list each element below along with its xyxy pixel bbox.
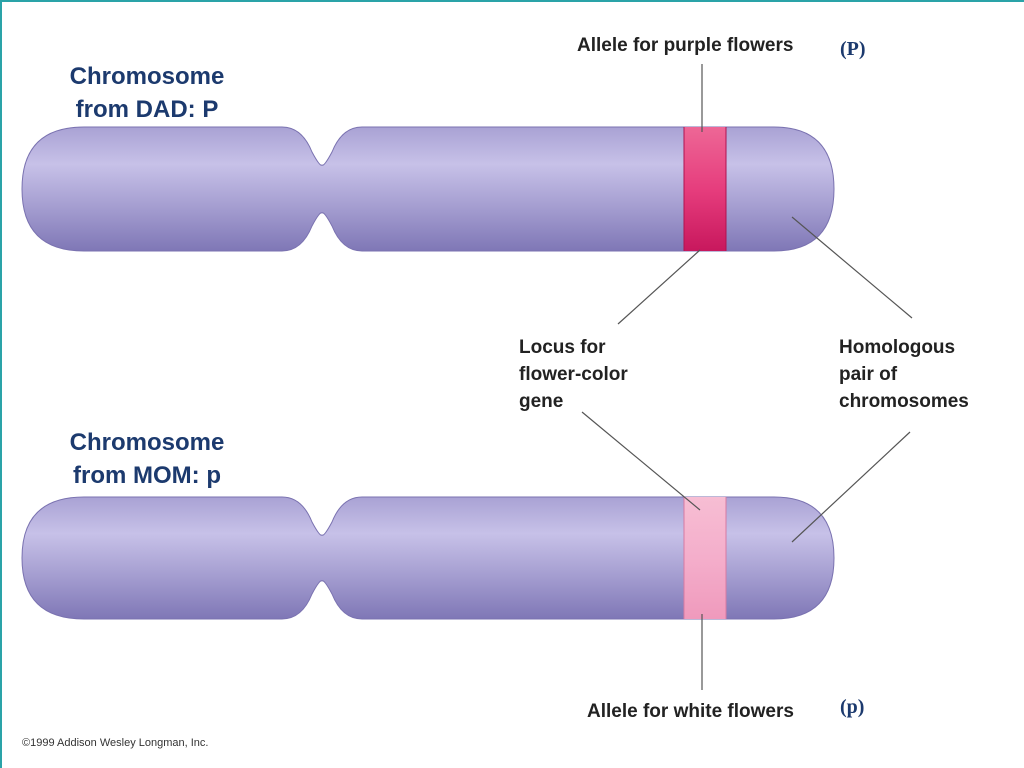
leader-homologous-mom: [791, 431, 911, 543]
locus-line1: Locus for: [519, 337, 606, 358]
purple-allele-band: [684, 127, 726, 251]
chromosome-mom-body: [21, 496, 835, 620]
allele-purple-symbol: (P): [840, 38, 866, 60]
mom-chromosome-label: Chromosome from MOM: p: [32, 426, 262, 492]
homologous-line2: pair of: [839, 364, 898, 385]
leader-locus-mom: [581, 411, 701, 511]
homologous-line3: chromosomes: [839, 391, 969, 412]
locus-line3: gene: [519, 391, 564, 412]
allele-white-symbol: (p): [840, 696, 865, 718]
white-allele-band: [684, 497, 726, 619]
mom-label-line2: from MOM: p: [73, 462, 221, 489]
chromosome-dad: [21, 126, 835, 252]
homologous-line1: Homologous: [839, 337, 956, 358]
dad-label-line1: Chromosome: [69, 63, 225, 90]
allele-white-label: Allele for white flowers: [587, 701, 794, 722]
chromosome-mom: [21, 496, 835, 620]
copyright-text: ©1999 Addison Wesley Longman, Inc.: [22, 737, 209, 749]
leader-homologous-dad: [791, 216, 913, 319]
mom-label-line1: Chromosome: [69, 429, 225, 456]
dad-chromosome-label: Chromosome from DAD: P: [32, 60, 262, 126]
leader-locus-dad: [617, 249, 701, 325]
locus-label: Locus for flower-color gene: [519, 334, 628, 415]
locus-line2: flower-color: [519, 364, 628, 385]
leader-lines: [581, 64, 913, 690]
allele-purple-label: Allele for purple flowers: [577, 35, 794, 56]
dad-label-line2: from DAD: P: [75, 96, 219, 123]
homologous-label: Homologous pair of chromosomes: [839, 334, 969, 415]
chromosome-dad-body: [21, 126, 835, 252]
